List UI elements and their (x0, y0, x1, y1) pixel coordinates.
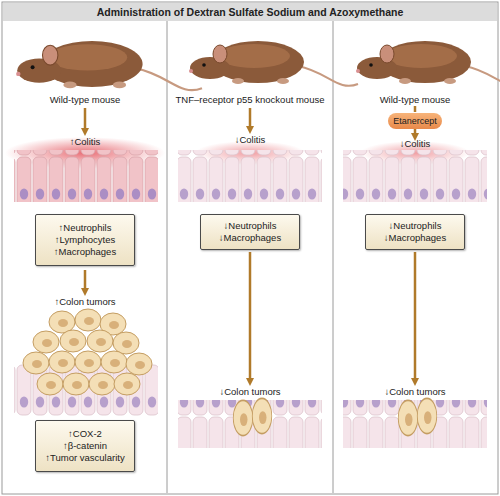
tumor-cell (417, 398, 437, 433)
outcome-label: ↓Colitis (335, 138, 495, 149)
mouse-label: Wild-type mouse (335, 94, 495, 105)
outcome-label: ↑Colitis (5, 136, 165, 147)
tumor-cluster (23, 309, 152, 395)
tumor-cell (75, 309, 101, 331)
tumor-cell (233, 400, 253, 435)
node-text: ↓Neutrophils (224, 220, 277, 232)
epithelium (343, 400, 487, 448)
node-text: ↓Neutrophils (389, 220, 442, 232)
node-text: ↑Lymphocytes (55, 234, 115, 246)
tumor-cell (89, 373, 115, 395)
cell-count-box: ↑Neutrophils↑Lymphocytes↑Macrophages (35, 214, 135, 266)
node-text: ↓Macrophages (384, 232, 446, 244)
flow-arrow (414, 129, 417, 137)
tumor-cell (60, 330, 86, 352)
flow-arrow (84, 270, 87, 292)
outcome-label: ↓Colon tumors (170, 386, 330, 397)
mouse-illustration (16, 41, 202, 90)
epithelium (14, 150, 158, 202)
tumor-cell (49, 351, 75, 373)
outcome-label: ↓Colitis (170, 134, 330, 145)
mouse-illustration (189, 41, 358, 86)
tumor-cell (75, 351, 101, 373)
mouse-illustration (356, 41, 500, 86)
tumor-cell (252, 398, 272, 433)
flow-arrow (414, 252, 417, 382)
flow-line (414, 106, 417, 112)
tumor-cell (126, 353, 152, 375)
drug-pill: Etanercept (388, 113, 442, 129)
tumor-cell (87, 330, 113, 352)
node-text: ↓Macrophages (219, 232, 281, 244)
tumor-cell (23, 352, 49, 374)
tumor-cell (63, 373, 89, 395)
node-text: Etanercept (393, 116, 437, 127)
mouse-label: Wild-type mouse (5, 94, 165, 105)
node-text: ↑Tumor vascularity (45, 452, 124, 464)
tumor-cell (33, 331, 59, 353)
title-bar (3, 3, 497, 21)
marker-box: ↑COX-2↑β-catenin↑Tumor vascularity (35, 420, 135, 472)
outcome-label: ↓Colon tumors (335, 386, 495, 397)
tumor-cell (113, 332, 139, 354)
epithelium (178, 400, 322, 448)
outcome-label: ↑Colon tumors (5, 296, 165, 307)
cell-count-box: ↓Neutrophils↓Macrophages (200, 214, 300, 250)
tumor-cell (101, 351, 127, 373)
column-divider (333, 21, 334, 493)
node-text: ↑Macrophages (54, 246, 116, 258)
node-text: ↑β-catenin (63, 440, 107, 452)
flow-arrow (249, 252, 252, 382)
tumor-cell (37, 373, 63, 395)
mouse-label: TNF–receptor p55 knockout mouse (170, 94, 330, 105)
flow-arrow (249, 108, 252, 130)
tumor-cell (398, 400, 418, 435)
cell-count-box: ↓Neutrophils↓Macrophages (365, 214, 465, 250)
node-text: ↑COX-2 (68, 428, 102, 440)
figure-title: Administration of Dextran Sulfate Sodium… (4, 4, 496, 20)
epithelium (178, 150, 322, 202)
epithelium (343, 150, 487, 202)
tumor-cell (114, 373, 140, 395)
flow-arrow (84, 108, 87, 132)
node-text: ↑Neutrophils (59, 222, 112, 234)
column-divider (167, 21, 168, 493)
